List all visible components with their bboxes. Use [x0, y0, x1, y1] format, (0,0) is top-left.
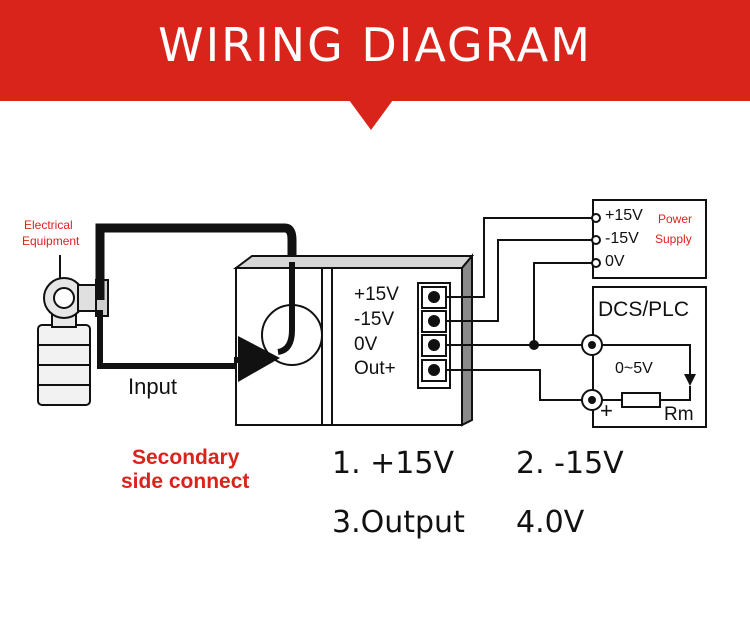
banner-pointer	[349, 100, 393, 130]
header-banner	[0, 0, 750, 101]
secondary-label-line2: side connect	[121, 470, 250, 493]
dcs-plus-sign: +	[600, 398, 613, 423]
secondary-label-line1: Secondary	[132, 446, 240, 469]
power-supply-box	[591, 199, 707, 279]
dcs-title: DCS/PLC	[598, 298, 690, 321]
power-label-0v: 0V	[605, 253, 625, 270]
pin-item-2: 2. -15V	[516, 446, 624, 481]
equipment-label-line2: Equipment	[22, 234, 80, 248]
terminal-label-3: 0V	[354, 334, 378, 355]
page-title: WIRING DIAGRAM	[158, 18, 592, 72]
junction-dot	[529, 340, 539, 350]
terminal-label-2: -15V	[354, 309, 395, 330]
terminal-label-1: +15V	[354, 284, 399, 305]
power-supply-name-line1: Power	[658, 212, 693, 226]
power-label-plus15: +15V	[605, 207, 643, 224]
power-label-minus15: -15V	[605, 230, 639, 247]
dcs-range: 0~5V	[615, 360, 653, 377]
pin-item-3: 3.Output	[332, 505, 465, 540]
signal-wires	[446, 217, 596, 401]
terminal-block	[417, 282, 451, 389]
pin-item-1: 1. +15V	[332, 446, 454, 481]
input-cable-bottom	[97, 310, 275, 369]
input-cable	[95, 223, 297, 300]
equipment-label-line1: Electrical	[24, 218, 73, 232]
resistor-label: Rm	[664, 404, 694, 425]
input-label: Input	[128, 374, 177, 399]
resistor-rm	[621, 392, 661, 408]
terminal-label-4: Out+	[354, 358, 396, 379]
pin-item-4: 4.0V	[516, 505, 585, 540]
dcs-plc-box	[581, 286, 707, 428]
power-supply-name-line2: Supply	[655, 232, 692, 246]
